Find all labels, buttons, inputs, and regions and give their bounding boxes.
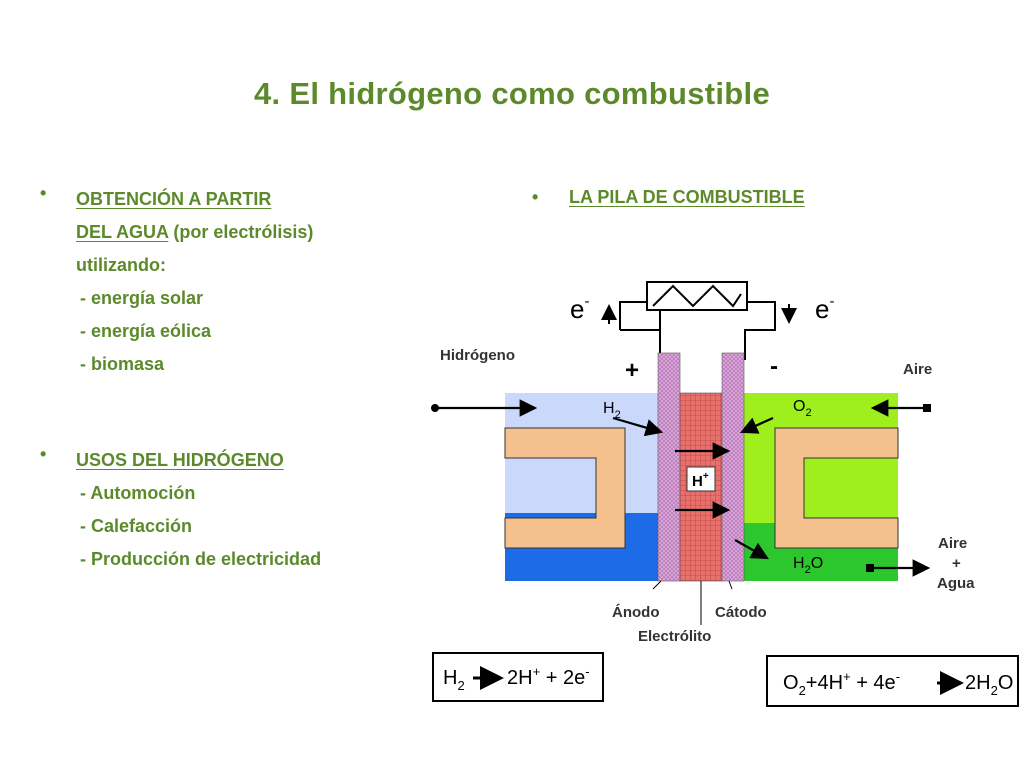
resistor-icon [646, 281, 748, 311]
hplus-box [686, 466, 716, 492]
cathode-label: Cátodo [715, 604, 767, 621]
obtencion-heading-line1: OBTENCIÓN A PARTIR [76, 189, 272, 209]
cathode-leader [728, 580, 733, 590]
water-out-label: Agua [937, 575, 975, 592]
bullet-dot: • [40, 183, 47, 203]
anode-label: Ánodo [612, 604, 659, 621]
electron-left-label: e- [570, 293, 589, 324]
list-item-automocion: - Automoción [80, 483, 196, 503]
list-item-eolica: - energía eólica [80, 321, 212, 341]
h2o-label: H2O [793, 555, 823, 576]
bullet-usos: • USOS DEL HIDRÓGENO - Automoción - Cale… [40, 444, 410, 576]
air-out-label: Aire [938, 535, 967, 552]
anode-equation-box: H2 2H+ + 2e- [432, 652, 604, 702]
bullet-dot: • [40, 444, 47, 464]
list-item-electricidad: - Producción de electricidad [80, 549, 322, 569]
bullet-dot: • [532, 187, 539, 207]
del-agua-underlined: DEL AGUA [76, 222, 169, 242]
minus-sign: - [770, 353, 778, 380]
hydrogen-label: Hidrógeno [440, 347, 515, 364]
cathode-equation-reactants: O2+4H+ + 4e- [783, 669, 900, 698]
list-item-calefaccion: - Calefacción [80, 516, 193, 536]
electrolyte-label: Electrólito [638, 628, 711, 645]
pila-heading: LA PILA DE COMBUSTIBLE [569, 187, 805, 207]
utilizando-text: utilizando: [76, 255, 166, 275]
electrolisis-text: (por electrólisis) [168, 222, 314, 242]
fuel-cell-diagram: e- e- + - Hidrógeno Aire H2 O2 H+ H2O Ai… [425, 270, 1024, 710]
cathode-plate [774, 427, 899, 549]
list-item-biomasa: - biomasa [80, 354, 165, 374]
cathode-equation-products: 2H2O [965, 672, 1013, 698]
outlet-square [866, 564, 874, 572]
slide-title: 4. El hidrógeno como combustible [254, 76, 770, 111]
cathode-equation-box: O2+4H+ + 4e- 2H2O [766, 655, 1019, 707]
anode-plate [504, 427, 626, 549]
hplus-label: H+ [692, 471, 709, 490]
plus-out-label: + [952, 555, 961, 572]
list-item-solar: - energía solar [80, 288, 204, 308]
anode-equation-h2: H2 [443, 667, 465, 693]
air-in-label: Aire [903, 361, 932, 378]
usos-heading: USOS DEL HIDRÓGENO [76, 450, 284, 470]
h2-label: H2 [603, 400, 621, 421]
plus-sign: + [625, 357, 639, 384]
h2-inlet-dot [431, 404, 439, 412]
obtencion-heading-line2: DEL AGUA (por electrólisis) [76, 216, 410, 249]
anode-leader [652, 580, 662, 590]
air-inlet-square [923, 404, 931, 412]
left-column: • OBTENCIÓN A PARTIR DEL AGUA (por elect… [40, 183, 410, 576]
bullet-obtencion: • OBTENCIÓN A PARTIR DEL AGUA (por elect… [40, 183, 410, 381]
electron-right-label: e- [815, 293, 834, 324]
anode-electrode [657, 352, 681, 582]
o2-label: O2 [793, 398, 812, 419]
cathode-electrode [721, 352, 745, 582]
flow-arrows [435, 399, 931, 577]
anode-equation-products: 2H+ + 2e- [507, 664, 590, 689]
